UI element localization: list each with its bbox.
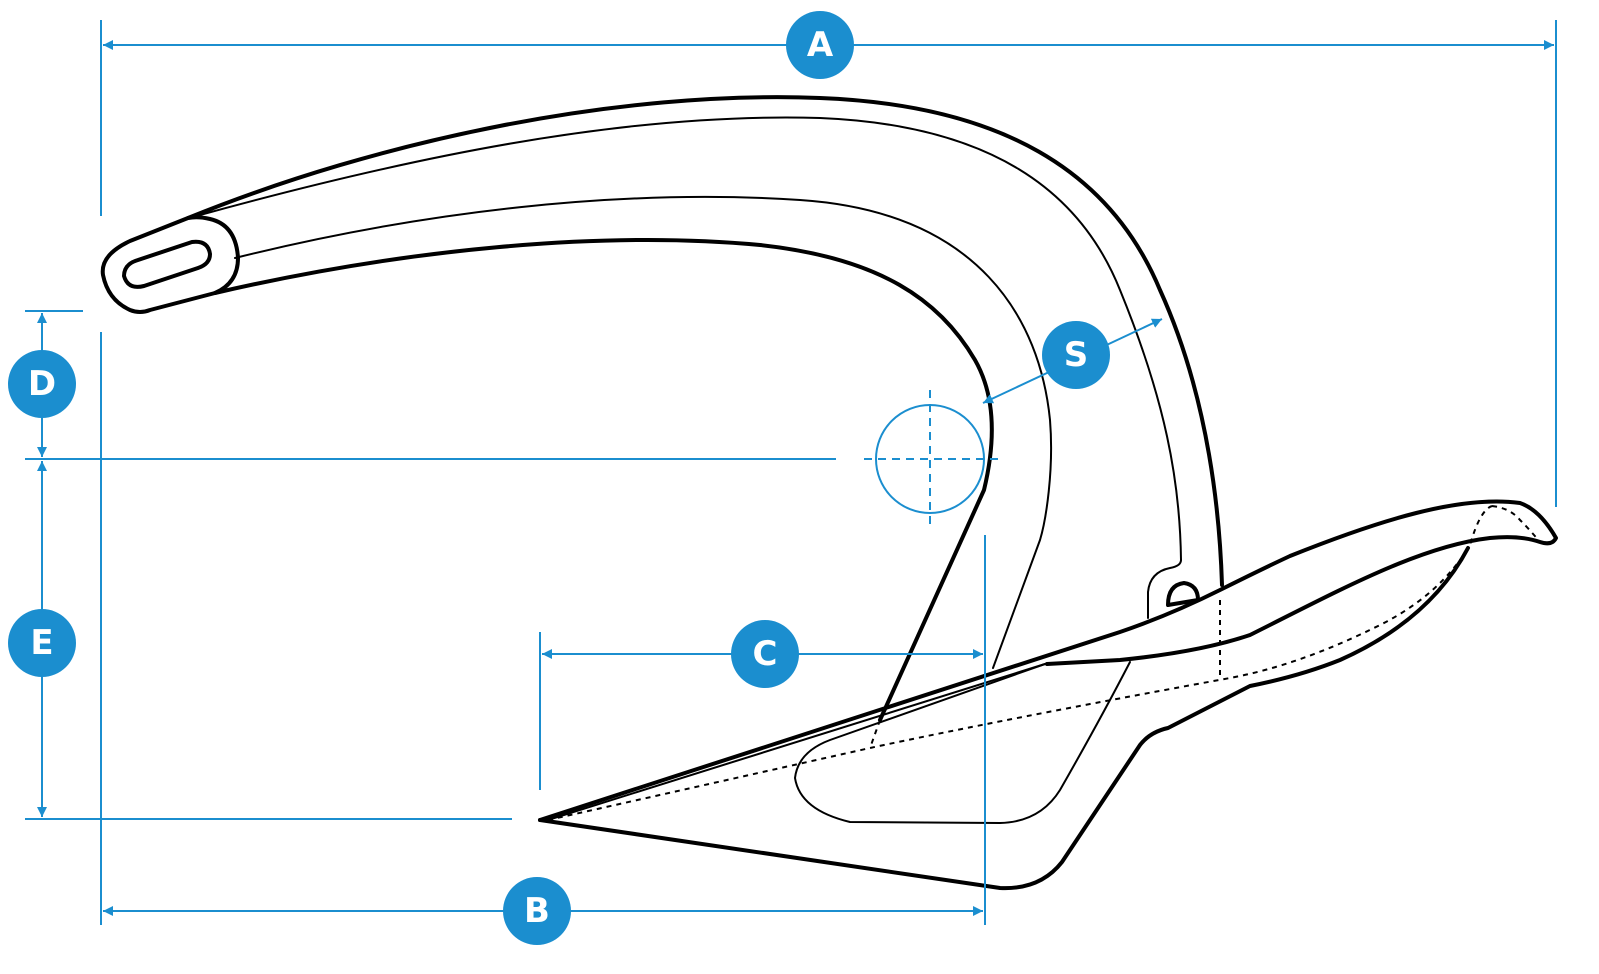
badge-d: D [8, 350, 76, 418]
dimension-lines [25, 20, 1557, 925]
shank-attach-tab [1147, 559, 1182, 619]
shank-hidden-edge [869, 719, 881, 749]
shank-bottom-inner-line [234, 195, 1053, 669]
shank-inner-edge [213, 238, 994, 722]
badge-s: S [1042, 321, 1110, 389]
shank-top-inner-line [199, 116, 1182, 561]
shank-eye-slot [122, 239, 212, 289]
badge-a-label: A [807, 25, 834, 65]
fluke-tip-hidden [1491, 505, 1541, 543]
shank-eye [100, 215, 240, 314]
badge-b: B [503, 877, 571, 945]
badge-a: A [786, 11, 854, 79]
badge-c-label: C [753, 634, 778, 674]
badge-d-label: D [28, 364, 56, 404]
badge-b-label: B [524, 891, 550, 931]
badge-c: C [731, 620, 799, 688]
shackle-hole [1166, 581, 1200, 607]
badge-e: E [8, 609, 76, 677]
badge-e-label: E [30, 623, 53, 663]
badge-s-label: S [1064, 335, 1089, 375]
fluke-inner-edge [547, 663, 1046, 821]
anchor-outline [100, 95, 1558, 891]
fluke-hollow [794, 661, 1131, 824]
dimension-badges: A B C D E S [8, 11, 1110, 945]
fluke-top-edge [538, 499, 1558, 822]
shank-outer-edge [186, 95, 1224, 587]
fluke-bottom-edge [538, 546, 1470, 891]
